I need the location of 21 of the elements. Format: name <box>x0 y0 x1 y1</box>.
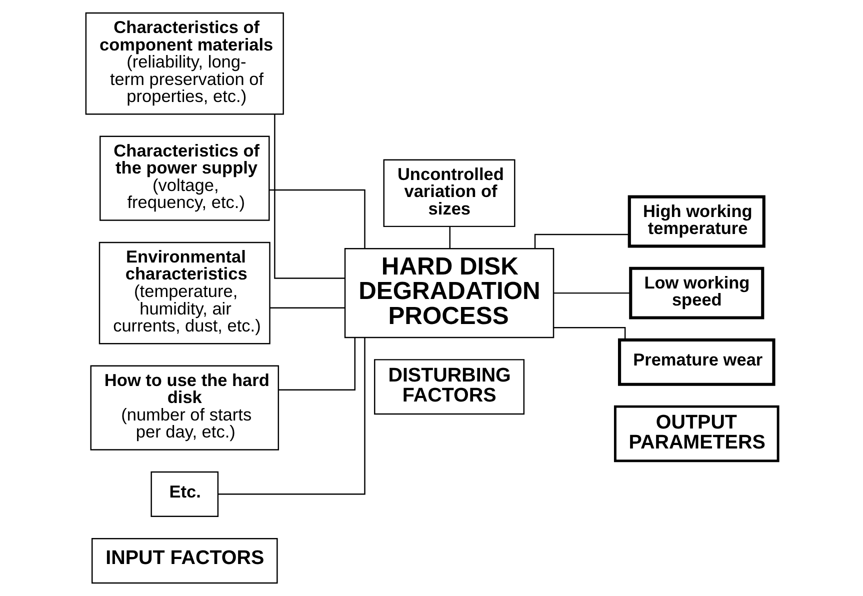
node-box: DISTURBING FACTORS <box>374 359 524 415</box>
node-box: High working temperature <box>627 195 765 248</box>
node-box: INPUT FACTORS <box>90 538 278 584</box>
node-box: OUTPUT PARAMETERS <box>613 405 779 462</box>
node-box: Low working speed <box>628 266 764 320</box>
node-box: How to use the hard disk (number of starts per day, etc.) <box>90 365 279 450</box>
connector <box>553 327 626 340</box>
connector <box>278 338 355 391</box>
node-box: Environmental characteristics (temperature, humidity, air currents, dust, etc.) <box>98 242 270 344</box>
connector <box>268 189 365 248</box>
connector <box>274 114 344 279</box>
node-box: Characteristics of component materials (reliability, long-term preservation of properties, etc.) <box>84 12 284 115</box>
node-box: HARD DISK DEGRADATION PROCESS <box>344 248 554 338</box>
node-box: Etc. <box>150 471 218 517</box>
connector <box>553 292 630 294</box>
connector <box>269 307 344 308</box>
node-box: Uncontrolled variation of sizes <box>382 159 515 228</box>
connector <box>448 226 450 248</box>
node-box: Premature wear <box>617 338 775 386</box>
connector <box>218 338 365 495</box>
node-box: Characteristics of the power supply (voltage, frequency, etc.) <box>99 136 270 221</box>
